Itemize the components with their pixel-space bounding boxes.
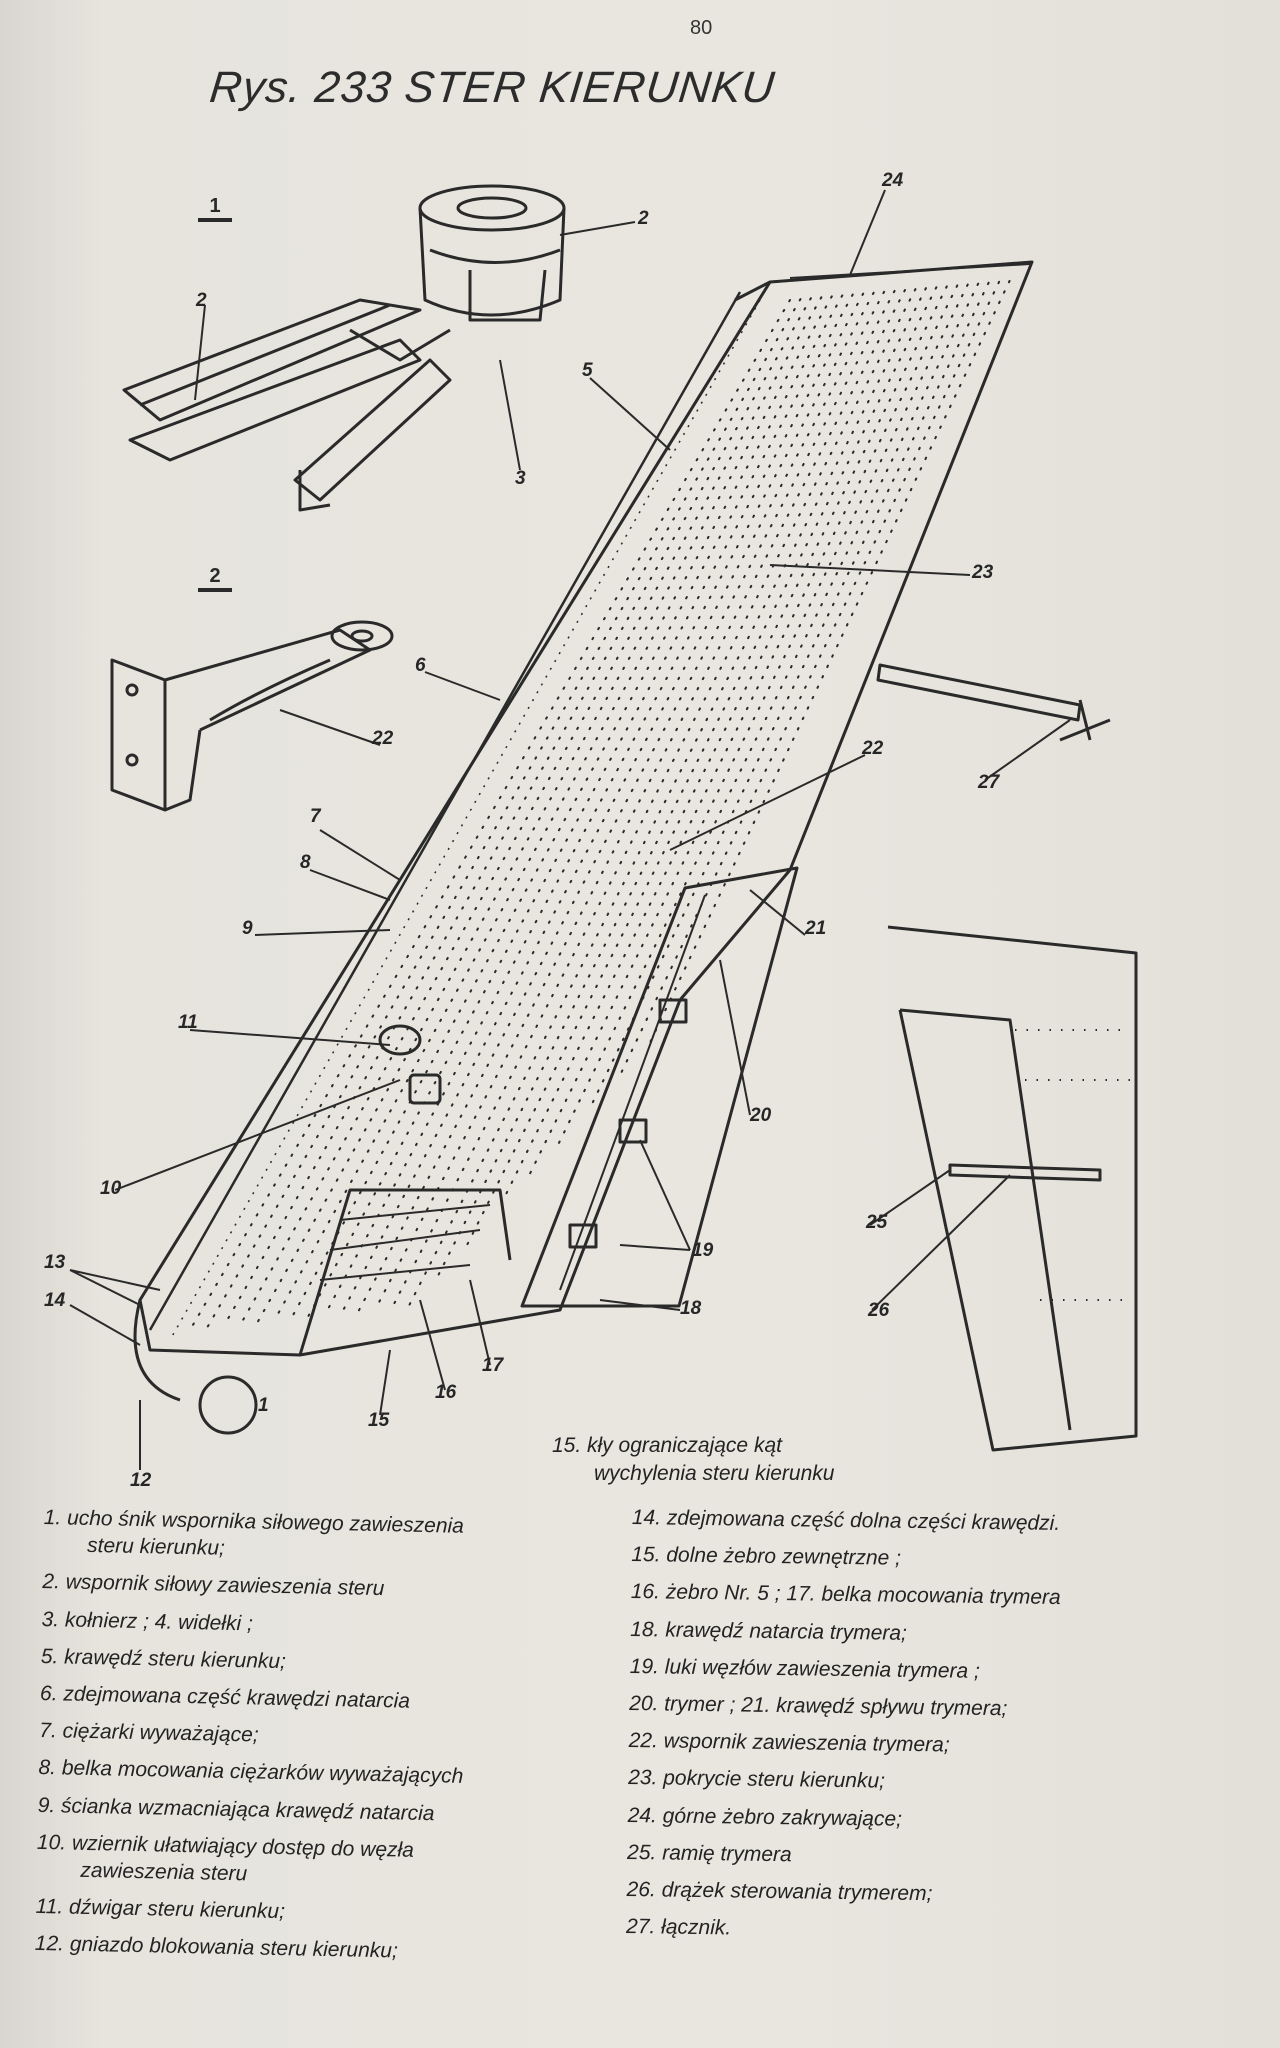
legend-item: 7. ciężarki wyważające;: [39, 1719, 259, 1747]
callout-number: 23: [972, 562, 994, 583]
legend-right-column: 14. zdejmowana część dolna części krawęd…: [626, 1505, 1062, 1957]
callout-number: 7: [310, 806, 321, 827]
legend-item: 14. zdejmowana część dolna części krawęd…: [631, 1505, 1061, 1535]
rivet-row: [323, 291, 875, 1317]
callout-number: 21: [805, 918, 827, 939]
callout-number: 11: [178, 1012, 198, 1033]
callout-number: 13: [44, 1252, 66, 1273]
legend-item: 27. łącznik.: [625, 1915, 732, 1940]
rivet-row: [273, 294, 844, 1322]
callout-number: 22: [862, 738, 884, 759]
trim-tab: [520, 866, 799, 1308]
rivet-row: [357, 289, 896, 1313]
callout-number: 2: [638, 208, 649, 229]
callout-number: 27: [978, 772, 1000, 793]
legend-item: 2. wspornik siłowy zawieszenia steru: [42, 1570, 385, 1601]
legend-item: 26. drążek sterowania trymerem;: [626, 1877, 933, 1906]
callout-number: 8: [300, 852, 311, 873]
rivet-row: [648, 279, 1011, 1045]
callout-number: 24: [882, 170, 904, 191]
rivet-row: [222, 297, 812, 1328]
trim-side-view: [887, 925, 1138, 1452]
callout-number: 1: [258, 1395, 269, 1416]
rudder-body: [133, 260, 1034, 1435]
note-15-line1: 15. kły ograniczające kąt: [552, 1434, 782, 1457]
callout-number: 10: [100, 1178, 122, 1199]
legend-item: 5. krawędź steru kierunku;: [40, 1644, 287, 1673]
rivet-row: [205, 298, 802, 1330]
legend-item: 12. gniazdo blokowania steru kierunku;: [34, 1932, 399, 1963]
page-number: 80: [690, 17, 713, 39]
callout-number: 12: [130, 1470, 152, 1491]
callout-number: 25: [866, 1212, 888, 1233]
callout-number: 18: [680, 1298, 702, 1319]
rivet-row: [289, 293, 854, 1321]
callout-number: 19: [692, 1240, 714, 1261]
callout-number: 26: [868, 1300, 890, 1321]
legend-item: 24. górne żebro zakrywające;: [627, 1803, 903, 1831]
legend-item: 15. dolne żebro zewnętrzne ;: [631, 1543, 902, 1570]
trim-control-rod: [876, 663, 1111, 742]
rivet-row: [340, 290, 886, 1315]
hinge-bracket-2: [110, 620, 394, 812]
rivet-row: [618, 280, 1001, 1079]
callout-number: 14: [44, 1290, 66, 1311]
rivet-row: [239, 296, 823, 1326]
legend-item: 18. krawędź natarcia trymera;: [630, 1617, 908, 1645]
rivet-row: [465, 285, 948, 1247]
hinge-bracket-1: [122, 184, 566, 512]
legend-item: 19. luki węzłów zawieszenia trymera ;: [629, 1654, 981, 1683]
rivet-row: [374, 289, 906, 1311]
rivet-row: [256, 295, 833, 1324]
legend-item: 22. wspornik zawieszenia trymera;: [628, 1729, 950, 1757]
legend-item: 6. zdejmowana część krawędzi natarcia: [39, 1681, 411, 1713]
callout-number: 15: [368, 1410, 390, 1431]
rivet-row: [435, 286, 938, 1281]
callout-number: 22: [372, 728, 394, 749]
legend-item: 16. żebro Nr. 5 ; 17. belka mocowania tr…: [630, 1580, 1061, 1610]
legend-item: 9. ścianka wzmacniająca krawędź natarcia: [37, 1793, 435, 1825]
legend-item: 8. belka mocowania ciężarków wyważającyc…: [38, 1756, 464, 1789]
callout-leaders: [69, 189, 1071, 1470]
legend-item: 11. dźwigar steru kierunku;: [35, 1894, 286, 1924]
legend-item: 3. kołnierz ; 4. widełki ;: [41, 1607, 254, 1635]
rivet-row: [189, 299, 791, 1331]
section-label-2: 2: [198, 565, 232, 592]
rivet-row: [587, 281, 990, 1112]
callout-number: 5: [582, 360, 593, 381]
callout-number: 9: [242, 918, 253, 939]
legend-item: 25. ramię trymera: [626, 1840, 792, 1866]
rivet-row: [407, 287, 927, 1308]
callout-number: 6: [415, 655, 426, 676]
callout-number: 17: [482, 1355, 504, 1376]
rivet-row: [496, 284, 959, 1213]
callout-number: 2: [196, 290, 207, 311]
callout-number: 20: [750, 1105, 772, 1126]
legend-left-column: 1. ucho śnik wspornika siłowego zawiesze…: [34, 1505, 468, 1977]
rivet-row: [306, 292, 865, 1319]
note-15-line2: wychylenia steru kierunku: [594, 1462, 835, 1486]
legend-item: 23. pokrycie steru kierunku;: [628, 1766, 886, 1793]
legend-item: 20. trymer ; 21. krawędź spływu trymera;: [629, 1691, 1008, 1721]
note-15: 15. kły ograniczające kąt wychylenia ste…: [552, 1432, 834, 1489]
section-label-1: 1: [198, 195, 232, 222]
callout-number: 3: [515, 468, 526, 489]
rivet-row: [390, 288, 917, 1310]
callout-number: 16: [435, 1382, 457, 1403]
rivet-row: [557, 282, 980, 1146]
rivet-row: [526, 283, 969, 1180]
